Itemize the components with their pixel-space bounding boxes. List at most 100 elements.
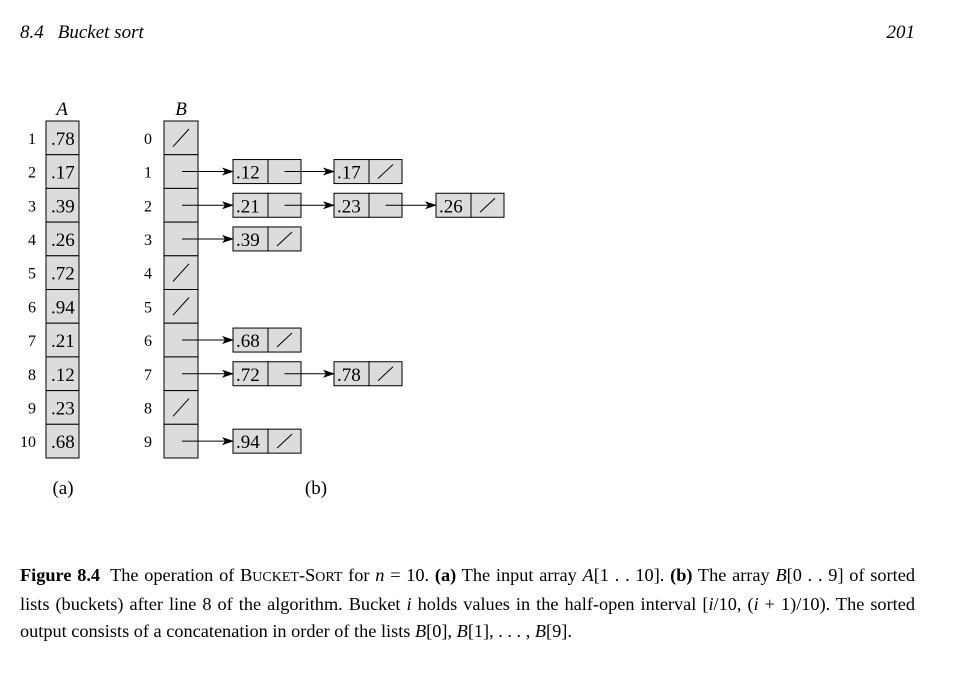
list-node-value-cell [333,361,370,387]
array-a-index: 2 [28,165,36,182]
list-node-value: .94 [236,432,260,453]
array-a-index: 6 [28,299,36,316]
list-node-value: .12 [236,163,260,184]
list-node-pointer-cell [368,361,403,387]
array-a-index: 5 [28,266,36,283]
caption-text: The array [692,565,776,585]
nil-slash [377,164,394,179]
array-b-index: 2 [144,198,152,215]
section-title: Bucket sort [57,22,144,43]
array-a-value: .26 [51,230,75,251]
caption-text: + 1)/10). The sorted output consists of … [20,594,915,641]
caption-text: /10, ( [713,594,754,614]
list-node-value: .23 [337,196,361,217]
list-node-value: .72 [236,365,260,386]
list-node-value-cell [232,192,269,218]
subfig-ref: (a) [434,565,457,585]
section-number: 8.4 [20,22,44,43]
caption-text: The operation of [110,565,241,585]
array-a-index: 3 [28,198,36,215]
array-a-index: 4 [28,232,36,249]
array-a-value: .23 [51,398,75,419]
nil-slash [276,332,293,348]
nil-slash [276,231,293,247]
nil-slash [172,263,190,282]
array-a-cell [45,322,80,358]
nil-slash [479,197,496,213]
figure-label: Figure 8.4 [20,565,101,585]
array-a-index: 1 [28,131,36,148]
list-node-value-cell [333,192,370,218]
nil-slash [276,433,293,449]
array-a-index: 9 [28,400,36,417]
math-var: B [534,621,547,641]
bucket-sort-figure: A B .78 1 .17 2 .39 3 .26 4 .72 5 .94 6 .21 7 .12 8 .23 9… [20,99,505,499]
array-b-index: 1 [144,165,152,182]
array-a-cell [45,423,80,459]
array-a-cell [45,289,80,324]
array-b-index: 9 [144,434,152,451]
math-var: i [708,594,714,614]
math-var: i [753,594,759,614]
algo-name-part: - [298,565,306,585]
array-a-value: .21 [51,331,75,352]
nil-slash [172,128,190,148]
list-node-value: .26 [439,196,463,217]
algo-name-part: ORT [315,570,343,585]
sublabel-b: (b) [305,478,327,499]
nil-slash [172,398,190,417]
running-header: 8.4 Bucket sort [20,22,144,44]
array-a: .781.172.393.264.725.946.217.128.239.681… [20,120,80,459]
caption-text: [1], . . . , [467,621,535,641]
caption-text: [0 . . 9] of sorted lists (buckets) afte… [20,565,915,614]
caption-text: holds values in the half-open interval [ [411,594,709,614]
math-var: B [456,621,468,641]
array-b-name: B [175,99,187,120]
math-var: B [415,621,427,641]
list-node-value: .21 [236,196,260,217]
caption-text: [9]. [546,621,572,641]
subfig-ref: (b) [670,565,693,585]
array-a-name: A [54,99,68,120]
array-b-index: 4 [144,266,152,283]
array-a-cell [45,255,80,291]
caption-text: for [342,565,376,585]
array-a-index: 7 [28,333,36,350]
array-a-value: .39 [51,196,75,217]
list-node-value-cell [232,226,269,252]
array-b-index: 6 [144,333,152,350]
list-node-value-cell [232,159,269,185]
list-node-value: .17 [337,163,361,184]
array-a-value: .94 [51,297,75,318]
list-node-value-cell [232,361,269,387]
array-a-cell [45,221,80,257]
math-var: n [375,565,385,585]
array-a-value: .17 [51,163,75,184]
array-b-index: 7 [144,367,152,384]
array-b-index: 8 [144,400,152,417]
nil-slash [172,297,190,316]
sublabel-a: (a) [52,478,73,499]
list-node-pointer-cell [470,192,505,218]
bucket-lists: .12.17.21.23.26.39.68.72.78.94 [182,159,505,454]
array-b-index: 5 [144,299,152,316]
array-a-value: .78 [51,129,75,150]
list-node-value: .39 [236,230,260,251]
array-b-index: 3 [144,232,152,249]
math-var: B [775,565,787,585]
caption-text: = 10. [384,565,435,585]
algo-name-part: B [240,565,253,585]
list-node-value: .78 [337,365,361,386]
caption-text: [0], [426,621,457,641]
array-a-cell [45,390,80,425]
math-var: A [582,565,594,585]
list-node-pointer-cell [267,428,302,454]
array-a-cell [45,120,80,156]
array-a-value: .12 [51,365,75,386]
array-a-cell [45,356,80,392]
array-a-value: .72 [51,264,75,285]
array-a-index: 10 [20,434,36,451]
nil-slash [377,366,394,382]
